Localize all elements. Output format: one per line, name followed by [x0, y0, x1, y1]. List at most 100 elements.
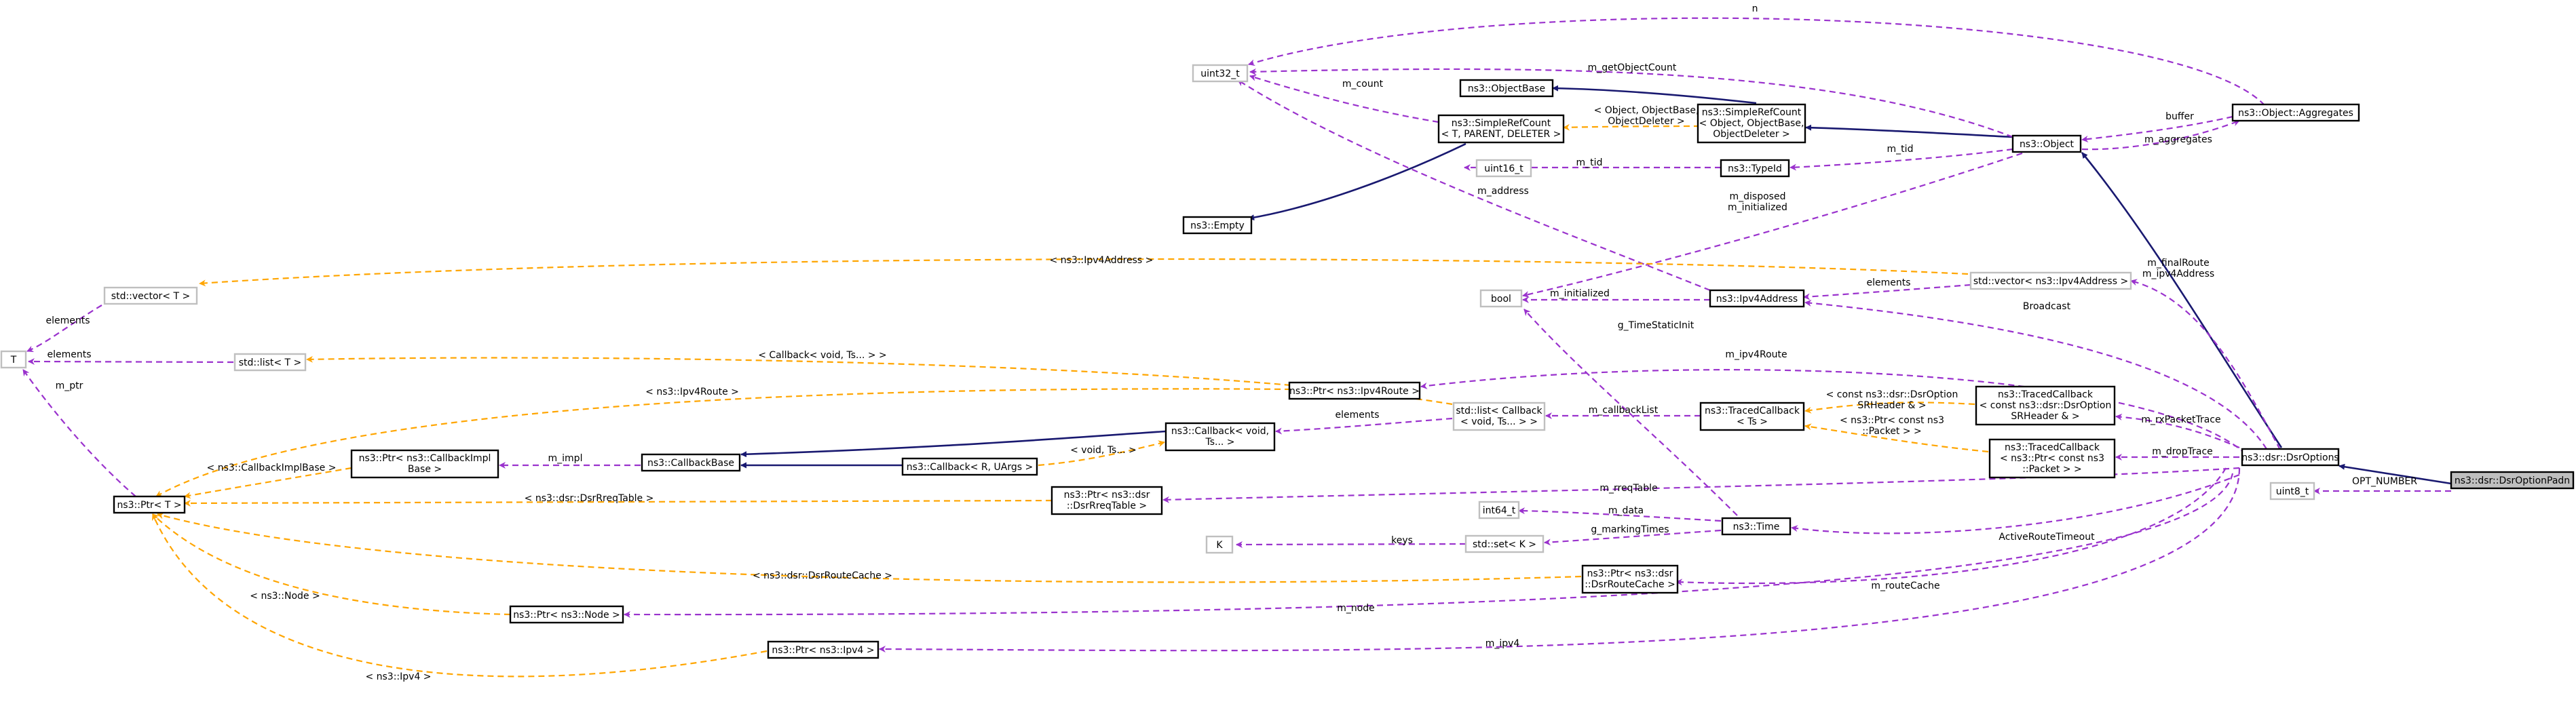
node-bool-label: bool — [1491, 294, 1511, 305]
node-typeid[interactable]: ns3::TypeId — [1720, 159, 1790, 178]
node-tracedcallback-ts[interactable]: ns3::TracedCallback < Ts > — [1699, 402, 1805, 431]
edge-padn-inherits-dsroptions — [2338, 463, 2452, 485]
node-set-k[interactable]: std::set< K > — [1464, 534, 1545, 553]
label-ptr-const-packet-1: < ns3::Ptr< const ns3 — [1840, 415, 1944, 426]
edge-list-callback-elements-callback-void — [1275, 417, 1453, 435]
node-dsroptions[interactable]: ns3::dsr::DsrOptions — [2241, 448, 2340, 467]
edge-simplerefcount-t-inherits-empty — [1248, 142, 1466, 221]
label-keys: keys — [1391, 535, 1413, 546]
node-ptr-callbackimpl-line1: ns3::Ptr< ns3::CallbackImpl — [359, 453, 491, 464]
node-uint8-label: uint8_t — [2276, 486, 2309, 497]
edge-vector-ipv4-tmpl-vector-t — [199, 258, 1969, 287]
node-ipv4address-label: ns3::Ipv4Address — [1716, 294, 1798, 305]
node-ptr-routecache-line2: ::DsrRouteCache > — [1585, 579, 1675, 590]
node-objectbase-label: ns3::ObjectBase — [1468, 83, 1545, 94]
node-simplerefcount-obj-line2: < Object, ObjectBase, — [1699, 118, 1804, 129]
node-list-t[interactable]: std::list< T > — [233, 353, 307, 372]
label-ns3-ipv4: < ns3::Ipv4 > — [365, 671, 431, 682]
node-ipv4address[interactable]: ns3::Ipv4Address — [1709, 289, 1805, 308]
edge-time-timestaticinit-bool — [1523, 309, 1738, 516]
node-vector-t[interactable]: std::vector< T > — [103, 286, 198, 305]
node-ptr-rreqtable[interactable]: ns3::Ptr< ns3::dsr ::DsrRreqTable > — [1050, 486, 1163, 515]
label-elements-callback: elements — [1335, 410, 1379, 421]
node-ptr-callbackimpl[interactable]: ns3::Ptr< ns3::CallbackImpl Base > — [350, 449, 499, 479]
label-callback-void-ts: < Callback< void, Ts... > > — [758, 350, 887, 361]
node-int64[interactable]: int64_t — [1478, 501, 1520, 520]
nodes: ns3::dsr::DsrOptionPadn ns3::dsr::DsrOpt… — [0, 64, 2575, 659]
label-m-tid-typeid: m_tid — [1887, 144, 1914, 155]
label-ns3-dsr-dsrrreqtable: < ns3::dsr::DsrRreqTable > — [525, 493, 654, 504]
label-elements-list-t: elements — [47, 349, 91, 360]
label-void-ts: < void, Ts... > — [1070, 445, 1137, 456]
node-objectbase[interactable]: ns3::ObjectBase — [1459, 79, 1554, 98]
node-empty[interactable]: ns3::Empty — [1182, 216, 1253, 235]
edge-ipv4address-address-uint32 — [1237, 79, 1711, 292]
node-ptr-ipv4[interactable]: ns3::Ptr< ns3::Ipv4 > — [767, 640, 879, 659]
node-ptr-node-label: ns3::Ptr< ns3::Node > — [513, 610, 620, 621]
edge-traced-srheader-tmpl-tracedcallback — [1804, 402, 1975, 414]
label-m-getobjectcount: m_getObjectCount — [1588, 62, 1677, 73]
node-tracedcallback-ts-line2: < Ts > — [1737, 416, 1768, 427]
node-T-label: T — [10, 355, 17, 366]
label-m-finalroute: m_finalRoute — [2147, 258, 2209, 269]
label-ns3-ipv4route: < ns3::Ipv4Route > — [645, 387, 739, 397]
node-ptr-t[interactable]: ns3::Ptr< T > — [113, 495, 186, 514]
edge-simplerefcount-t-tmpl-object — [1563, 123, 1711, 131]
node-time[interactable]: ns3::Time — [1721, 517, 1792, 536]
node-vector-ipv4[interactable]: std::vector< ns3::Ipv4Address > — [1969, 271, 2132, 290]
edge-object-getobjectcount-uint32 — [1249, 68, 2013, 138]
label-object-objectbase-deleter-2: ObjectDeleter > — [1608, 116, 1685, 127]
label-g-timestaticinit: g_TimeStaticInit — [1618, 320, 1694, 331]
node-list-callback-line2: < void, Ts... > > — [1460, 416, 1538, 427]
edge-dsroptions-ipv4 — [879, 467, 2241, 653]
node-traced-srheader[interactable]: ns3::TracedCallback < const ns3::dsr::Ds… — [1975, 385, 2116, 426]
node-T[interactable]: T — [0, 350, 27, 369]
label-m-callbacklist: m_callbackList — [1589, 405, 1659, 416]
label-m-address: m_address — [1477, 186, 1529, 197]
label-m-data: m_data — [1608, 505, 1644, 516]
node-vector-t-label: std::vector< T > — [111, 291, 190, 302]
edges — [22, 17, 2452, 678]
node-callback-r[interactable]: ns3::Callback< R, UArgs > — [901, 457, 1038, 476]
node-ptr-node[interactable]: ns3::Ptr< ns3::Node > — [509, 605, 624, 624]
edge-list-t-elements-T — [28, 358, 234, 366]
node-simplerefcount-t-line2: < T, PARENT, DELETER > — [1441, 129, 1561, 140]
node-uint16[interactable]: uint16_t — [1475, 159, 1532, 178]
node-list-callback[interactable]: std::list< Callback < void, Ts... > > — [1452, 402, 1546, 431]
label-ptr-const-packet-2: ::Packet > > — [1862, 426, 1922, 437]
node-bool[interactable]: bool — [1479, 289, 1523, 308]
node-aggregates[interactable]: ns3::Object::Aggregates — [2231, 103, 2360, 122]
node-dsroptionpadn[interactable]: ns3::dsr::DsrOptionPadn — [2450, 471, 2575, 490]
node-traced-packet[interactable]: ns3::TracedCallback < ns3::Ptr< const ns… — [1988, 438, 2116, 479]
node-callbackbase[interactable]: ns3::CallbackBase — [641, 453, 741, 472]
edge-dsroptions-rxpackettrace — [2115, 413, 2240, 449]
node-ptr-routecache[interactable]: ns3::Ptr< ns3::dsr ::DsrRouteCache > — [1581, 564, 1679, 594]
edge-dsroptions-ipv4route — [1420, 369, 2254, 462]
node-callback-void[interactable]: ns3::Callback< void, Ts... > — [1164, 422, 1276, 452]
node-K-label: K — [1216, 540, 1223, 551]
edge-callback-r-tmpl-callback-void — [1038, 440, 1165, 467]
edge-dsroptions-inherits-object — [2081, 152, 2283, 448]
node-simplerefcount-t[interactable]: ns3::SimpleRefCount < T, PARENT, DELETER… — [1437, 114, 1565, 144]
node-K[interactable]: K — [1205, 535, 1234, 554]
node-uint32-label: uint32_t — [1200, 69, 1240, 79]
edge-ptr-ipv4-tmpl-ptr-t — [151, 513, 768, 678]
edge-ptr-t-ptr-T — [22, 369, 136, 497]
edge-ptr-routecache-tmpl-ptr-t — [157, 512, 1582, 583]
node-ptr-rreqtable-line1: ns3::Ptr< ns3::dsr — [1064, 490, 1150, 501]
label-m-initialized-object: m_initialized — [1728, 202, 1787, 213]
node-ptr-ipv4route[interactable]: ns3::Ptr< ns3::Ipv4Route > — [1288, 381, 1421, 400]
node-object[interactable]: ns3::Object — [2011, 134, 2082, 153]
node-uint32[interactable]: uint32_t — [1192, 64, 1249, 83]
node-uint8[interactable]: uint8_t — [2269, 482, 2315, 501]
node-simplerefcount-obj[interactable]: ns3::SimpleRefCount < Object, ObjectBase… — [1697, 103, 1806, 144]
label-elements-vec-t: elements — [45, 315, 90, 326]
label-m-rreqtable: m_rreqTable — [1599, 483, 1657, 494]
label-ns3-node: < ns3::Node > — [250, 591, 320, 602]
edge-ptr-ipv4route-tmpl-ptr-t — [155, 388, 1291, 497]
node-callback-void-line1: ns3::Callback< void, — [1171, 426, 1269, 437]
edge-dsroptions-routecache — [1675, 467, 2227, 586]
label-m-ptr: m_ptr — [56, 380, 83, 391]
node-object-label: ns3::Object — [2020, 139, 2075, 150]
